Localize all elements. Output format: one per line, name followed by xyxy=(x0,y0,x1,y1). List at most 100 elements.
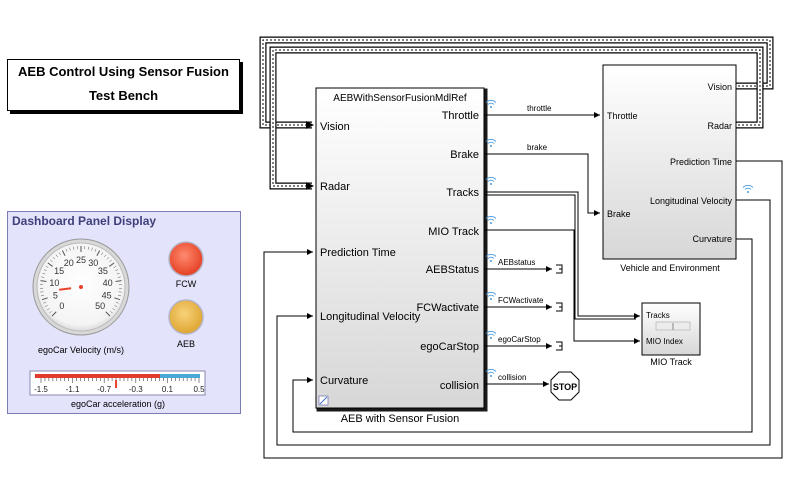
gauge-tick xyxy=(42,272,46,275)
gauge-label: egoCar Velocity (m/s) xyxy=(38,345,124,355)
gauge-tick xyxy=(114,305,118,307)
aeb-block-header: AEBWithSensorFusionMdlRef xyxy=(333,93,467,104)
gauge-tick xyxy=(118,295,122,297)
gauge-tick xyxy=(43,269,47,272)
gauge-tick xyxy=(41,297,48,301)
signal-logging-icon xyxy=(485,176,497,185)
acceleration-tick-label: -0.3 xyxy=(129,385,143,394)
fcwactivate-signal-label: FCWactivate xyxy=(498,296,544,305)
gauge-tick-label: 0 xyxy=(59,301,64,311)
acceleration-label: egoCar acceleration (g) xyxy=(71,399,165,409)
aeb-output-egocarstop: egoCarStop xyxy=(420,341,479,353)
aeb-input-longitudinal-velocity: Longitudinal Velocity xyxy=(320,311,421,323)
dashboard-panel[interactable]: Dashboard Panel Display xyxy=(7,211,241,414)
signal-logging-icon xyxy=(485,99,497,108)
gauge-tick xyxy=(114,297,121,301)
brake-line[interactable] xyxy=(484,153,600,216)
gauge-tick-label: 50 xyxy=(95,301,105,311)
gauge-tick xyxy=(43,301,47,304)
aeb-input-prediction-time: Prediction Time xyxy=(320,247,396,259)
gauge-tick-label: 45 xyxy=(102,290,112,300)
gauge-tick xyxy=(45,265,49,268)
gauge-tick xyxy=(94,248,97,252)
mio-block-caption: MIO Track xyxy=(650,357,692,367)
gauge-tick xyxy=(40,295,44,297)
gauge-tick-label: 10 xyxy=(49,278,59,288)
acceleration-tick-label: 0.5 xyxy=(193,385,205,394)
vehicle-output-vision: Vision xyxy=(708,82,732,92)
dashboard-title: Dashboard Panel Display xyxy=(12,214,157,228)
aeb-sensor-fusion-block[interactable]: AEBWithSensorFusionMdlRef Vision Radar P… xyxy=(315,87,486,410)
throttle-signal-label: throttle xyxy=(527,104,552,113)
signal-logging-icon xyxy=(485,253,497,262)
gauge-tick xyxy=(96,250,101,257)
gauge-tick-label: 25 xyxy=(76,255,86,265)
vehicle-output-prediction-time: Prediction Time xyxy=(670,157,732,167)
mio-track-block[interactable]: Tracks MIO Index xyxy=(641,302,701,356)
vehicle-output-longitudinal-velocity: Longitudinal Velocity xyxy=(650,196,733,206)
gauge-tick xyxy=(110,311,113,314)
aeb-lamp-label: AEB xyxy=(177,339,195,349)
stop-block[interactable]: STOP xyxy=(550,371,580,401)
gauge-tick xyxy=(61,250,66,257)
fcw-lamp xyxy=(168,241,204,277)
collision-signal-label: collision xyxy=(498,373,526,382)
gauge-tick xyxy=(69,247,71,251)
radar-bus-line[interactable] xyxy=(269,46,764,190)
model-reference-icon xyxy=(318,395,329,406)
gauge-tick-label: 15 xyxy=(54,266,64,276)
longitudinal-velocity-line[interactable] xyxy=(276,199,771,446)
gauge-tick-label: 30 xyxy=(88,258,98,268)
gauge-tick xyxy=(55,254,58,258)
gauge-tick-label: 5 xyxy=(53,290,58,300)
signal-logging-icons xyxy=(485,99,754,377)
gauge-tick xyxy=(49,311,52,314)
gauge-tick xyxy=(101,252,104,256)
curvature-line[interactable] xyxy=(292,238,753,433)
gauge-needle xyxy=(59,287,72,291)
stop-label: STOP xyxy=(553,382,577,392)
acceleration-tick-label: 0.1 xyxy=(162,385,174,394)
gauge-tick xyxy=(44,305,48,307)
gauge-tick-label: 20 xyxy=(64,258,74,268)
aeb-input-radar: Radar xyxy=(320,181,350,193)
vehicle-output-curvature: Curvature xyxy=(692,234,732,244)
tracks-line[interactable] xyxy=(484,191,640,319)
signal-logging-icon xyxy=(485,330,497,339)
acceleration-tick-label: -0.7 xyxy=(97,385,111,394)
aeb-output-mio-track: MIO Track xyxy=(428,226,479,238)
gauge-tick xyxy=(58,252,61,256)
gauge-tick xyxy=(106,256,110,260)
gauge-tick xyxy=(109,262,115,267)
prediction-time-line[interactable] xyxy=(263,160,783,459)
gauge-tick xyxy=(109,259,112,263)
vehicle-environment-block[interactable]: Throttle Brake Vision Radar Prediction T… xyxy=(602,64,737,260)
mio-track-line[interactable] xyxy=(484,229,640,344)
signal-logging-icon xyxy=(485,138,497,147)
aeb-output-collision: collision xyxy=(440,380,479,392)
title-line-2: Test Bench xyxy=(88,88,159,103)
gauge-tick xyxy=(65,248,68,252)
vehicle-input-brake: Brake xyxy=(607,209,631,219)
aeb-lamp xyxy=(168,299,204,335)
aeb-output-brake: Brake xyxy=(450,149,479,161)
aeb-input-vision: Vision xyxy=(320,121,350,133)
mio-input-tracks: Tracks xyxy=(646,311,670,320)
brake-signal-label: brake xyxy=(527,143,548,152)
gauge-tick xyxy=(46,308,50,311)
aebstatus-signal-label: AEBstatus xyxy=(498,258,535,267)
gauge-tick xyxy=(115,301,119,304)
vehicle-output-radar: Radar xyxy=(707,121,732,131)
gauge-tick xyxy=(105,311,111,317)
gauge-tick xyxy=(113,265,117,268)
gauge-tick xyxy=(50,259,53,263)
terminators xyxy=(556,264,563,351)
gauge-tick xyxy=(115,269,119,272)
aeb-block-caption: AEB with Sensor Fusion xyxy=(341,413,460,425)
gauge-tick xyxy=(73,246,75,250)
acceleration-tick-label: -1.1 xyxy=(66,385,80,394)
